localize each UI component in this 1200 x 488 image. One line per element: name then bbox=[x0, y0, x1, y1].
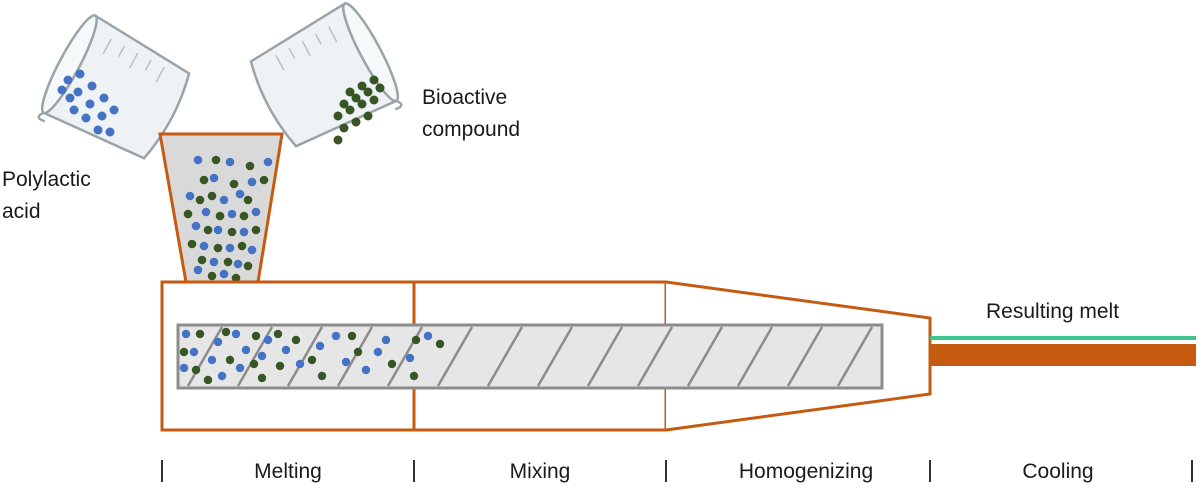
hopper-icon bbox=[158, 132, 284, 284]
stage-separators bbox=[161, 460, 1193, 482]
label-polylactic-acid-line2: acid bbox=[2, 200, 41, 223]
hopper-particles bbox=[183, 155, 273, 283]
screw-body bbox=[176, 323, 884, 390]
label-polylactic-acid-line1: Polylactic bbox=[2, 168, 91, 191]
stage-label-homogenizing: Homogenizing bbox=[739, 460, 873, 483]
stage-label-cooling: Cooling bbox=[1022, 460, 1093, 483]
label-resulting-melt: Resulting melt bbox=[986, 300, 1119, 323]
label-bioactive-compound-line2: compound bbox=[422, 118, 520, 141]
stage-label-melting: Melting bbox=[254, 460, 322, 483]
melt-strand bbox=[930, 344, 1196, 366]
melt-cooling-line bbox=[930, 336, 1196, 340]
stage-label-mixing: Mixing bbox=[510, 460, 571, 483]
beaker-right-particles bbox=[333, 75, 385, 145]
beaker-left-particles bbox=[57, 69, 119, 137]
beaker-left-icon bbox=[37, 13, 191, 160]
beaker-right-icon bbox=[249, 1, 403, 148]
label-bioactive-compound-line1: Bioactive bbox=[422, 86, 507, 109]
screw-particles bbox=[179, 327, 445, 385]
